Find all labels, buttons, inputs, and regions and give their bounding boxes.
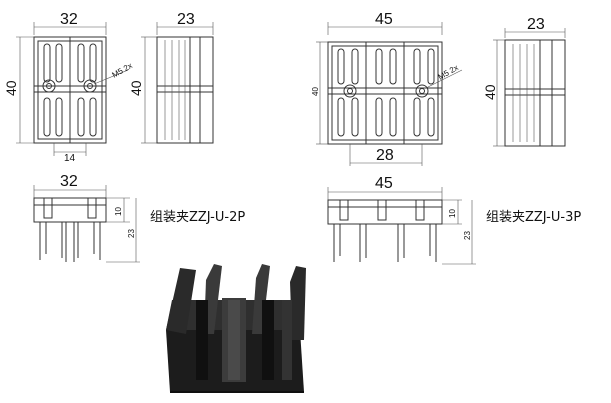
dim-2p-h2: 23 bbox=[127, 229, 136, 238]
view-2p-bottom: 32 10 23 bbox=[33, 173, 140, 263]
dim-2p-h1: 10 bbox=[114, 207, 123, 216]
dim-2p-bottom-width: 32 bbox=[60, 173, 78, 190]
screw-2p-label: M5 2x bbox=[111, 61, 134, 80]
dim-2p-inner: 14 bbox=[64, 153, 76, 164]
view-3p-front: 45 40 M5 2x 28 bbox=[311, 11, 463, 166]
view-3p-side: 23 40 bbox=[482, 16, 566, 147]
dim-3p-inner: 28 bbox=[376, 147, 394, 164]
dim-3p-height: 40 bbox=[311, 87, 320, 96]
product-photo bbox=[166, 264, 306, 393]
view-2p-side: 23 40 bbox=[128, 11, 214, 144]
dim-3p-h2: 23 bbox=[463, 231, 472, 240]
dim-2p-width: 32 bbox=[60, 11, 78, 28]
screw-3p-label: M5 2x bbox=[437, 63, 460, 82]
dim-2p-side-height: 40 bbox=[128, 80, 144, 96]
dim-3p-h1: 10 bbox=[448, 209, 457, 218]
dim-3p-side-width: 23 bbox=[527, 16, 545, 33]
view-2p-front: 32 40 M5 2x 14 bbox=[3, 11, 134, 164]
view-3p-bottom: 45 10 23 bbox=[327, 175, 476, 265]
dim-3p-bottom-width: 45 bbox=[375, 175, 393, 192]
dim-2p-height: 40 bbox=[3, 80, 19, 96]
caption-2p: 组装夹ZZJ-U-2P bbox=[150, 210, 245, 225]
dim-3p-width: 45 bbox=[375, 11, 393, 28]
dim-2p-side-width: 23 bbox=[177, 11, 195, 28]
caption-3p: 组装夹ZZJ-U-3P bbox=[486, 210, 581, 225]
dim-3p-side-height: 40 bbox=[482, 84, 498, 100]
